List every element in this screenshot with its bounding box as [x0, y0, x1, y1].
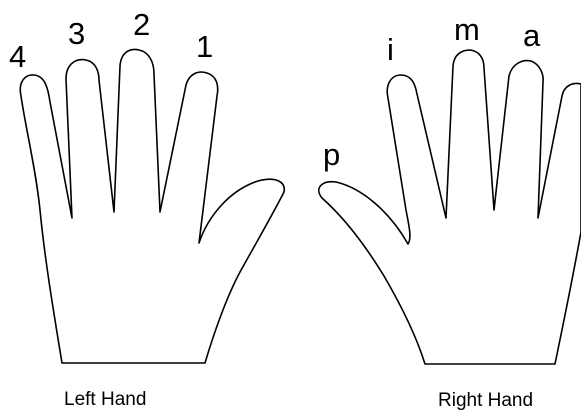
- right-hand-caption: Right Hand: [438, 390, 533, 411]
- left-ring-label: 3: [68, 16, 85, 51]
- right-ring-label: a: [523, 18, 541, 53]
- right-middle-label: m: [454, 12, 480, 47]
- left-hand-outline: [19, 48, 285, 364]
- left-middle-label: 2: [133, 7, 150, 42]
- right-thumb-label: p: [323, 137, 340, 172]
- right-hand-outline: [318, 49, 581, 365]
- left-hand: [19, 48, 285, 364]
- left-pinky-label: 4: [9, 39, 26, 74]
- right-hand: [318, 49, 581, 365]
- left-index-label: 1: [196, 29, 213, 64]
- left-hand-caption: Left Hand: [64, 389, 146, 410]
- right-index-label: i: [387, 32, 394, 67]
